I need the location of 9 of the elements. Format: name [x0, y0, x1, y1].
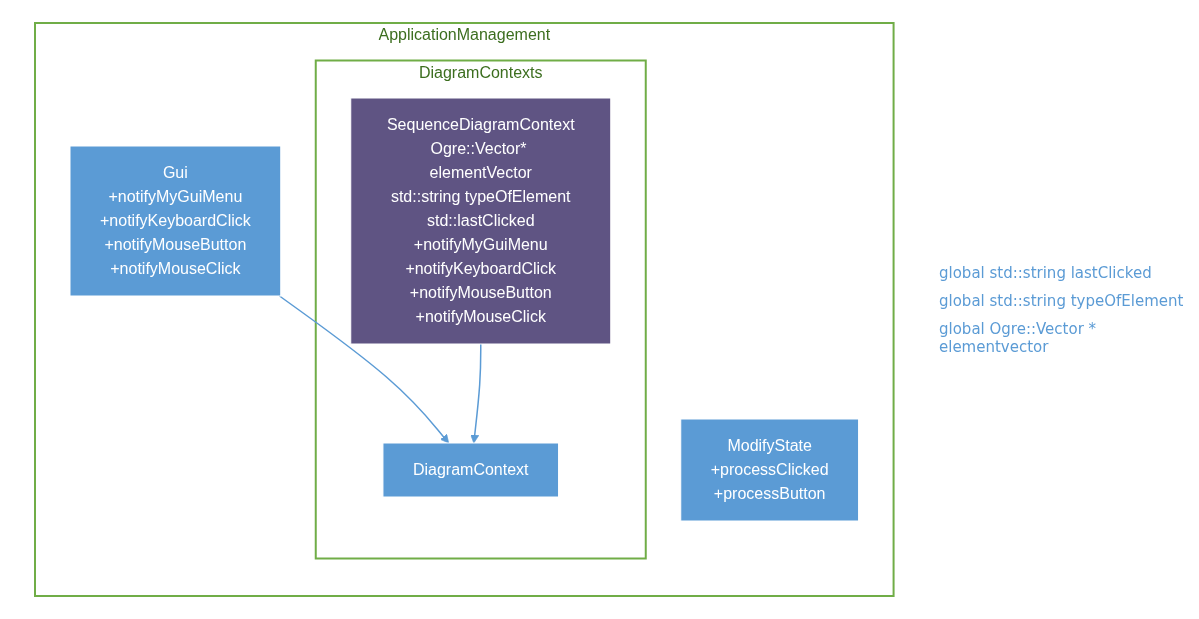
note-text: global std::string lastClicked: [939, 263, 1153, 282]
node-box: Gui +notifyMyGuiMenu +notifyKeyboardClick +notifyMouseButton +notifyMouseClick: [69, 145, 282, 297]
node-box: SequenceDiagramContext Ogre::Vector* elementVector std::string typeOfElement std::lastClicked +notifyMyGuiMenu +notifyKeyboardClick +notifyMouseButton +notifyMouseClick: [350, 97, 612, 345]
note-text: global std::string typeOfElement: [939, 291, 1185, 310]
arrow: [470, 343, 482, 444]
note-text: global Ogre::Vector * elementvector: [939, 319, 1098, 356]
node-box: DiagramContext: [382, 442, 560, 498]
arrow: [279, 295, 450, 444]
node-box: ModifyState +processClicked +processButton: [680, 418, 860, 522]
